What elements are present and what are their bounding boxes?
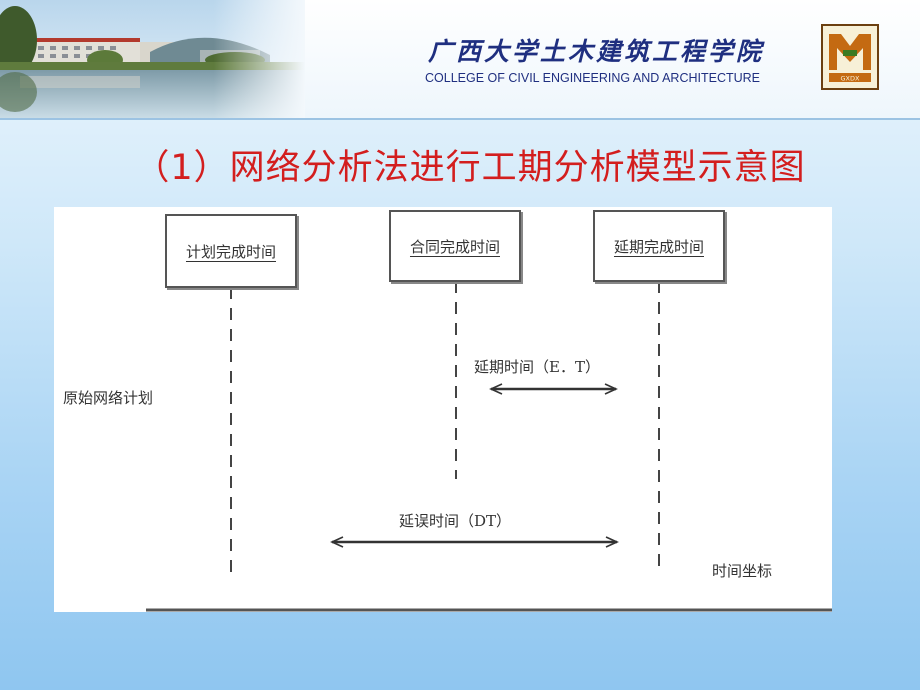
contract-completion-label: 合同完成时间 <box>409 237 500 256</box>
slide-title: （1）网络分析法进行工期分析模型示意图 <box>134 148 806 188</box>
extended-completion-box: 延期完成时间 <box>593 210 725 282</box>
logo-lettering: GXDX <box>841 75 860 83</box>
time-axis-label: 时间坐标 <box>712 562 773 580</box>
original-plan-label: 原始网络计划 <box>63 389 154 407</box>
university-logo: GXDX <box>821 24 879 90</box>
college-name-chinese: 广西大学土木建筑工程学院 <box>428 37 765 66</box>
schedule-analysis-diagram: 计划完成时间 合同完成时间 延期完成时间 延期时间（E．T） 原始网络计划 延误… <box>54 207 832 612</box>
college-name-english: COLLEGE OF CIVIL ENGINEERING AND ARCHITE… <box>425 71 761 85</box>
delay-time-label: 延误时间（DT） <box>399 512 512 530</box>
campus-photo <box>0 0 305 118</box>
contract-completion-box: 合同完成时间 <box>389 210 521 282</box>
planned-completion-label: 计划完成时间 <box>185 242 276 261</box>
planned-completion-box: 计划完成时间 <box>165 214 297 288</box>
extension-time-label: 延期时间（E．T） <box>474 358 600 376</box>
extended-completion-label: 延期完成时间 <box>613 237 704 256</box>
slide-header: 广西大学土木建筑工程学院 COLLEGE OF CIVIL ENGINEERIN… <box>0 0 920 120</box>
